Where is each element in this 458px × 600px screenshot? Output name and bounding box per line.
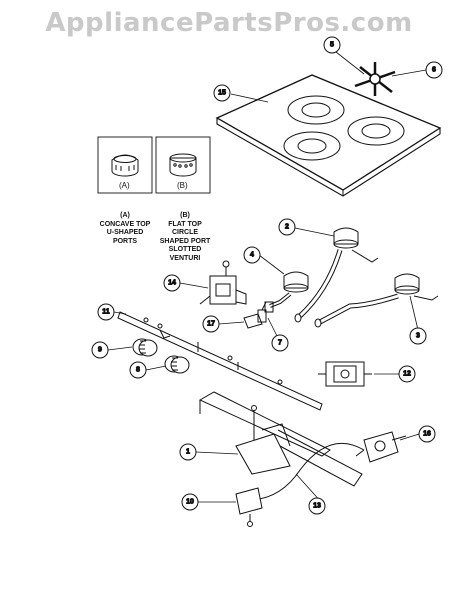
callout-16: 16: [418, 425, 436, 443]
inset-a-label: (A): [119, 181, 130, 190]
callout-14: 14: [163, 274, 181, 292]
inset-b-label: (B): [177, 181, 188, 190]
burner-valve-14: [199, 260, 247, 305]
callout-12: 12: [398, 365, 416, 383]
callout-label: 17: [207, 321, 215, 328]
callout-13: 13: [308, 497, 326, 515]
leader-lines: [107, 51, 427, 505]
callout-7: 7: [271, 334, 289, 352]
knob-8: [164, 355, 190, 374]
callout-6: 6: [425, 61, 443, 79]
callout-label: 6: [432, 67, 436, 74]
callout-5: 5: [323, 36, 341, 54]
callout-label: 14: [168, 280, 176, 287]
callout-9: 9: [91, 341, 109, 359]
inset-box-b: [155, 136, 211, 194]
bracket-assembly: [198, 391, 363, 487]
callout-label: 13: [313, 503, 321, 510]
callout-11: 11: [97, 303, 115, 321]
igniter-switch: [235, 487, 263, 527]
callout-label: 7: [278, 340, 282, 347]
callout-4: 4: [243, 246, 261, 264]
callout-15: 15: [213, 84, 231, 102]
orifice-elbow: [243, 301, 267, 329]
burner-3: [314, 273, 439, 328]
inset-box-a: [97, 136, 153, 194]
callout-label: 3: [416, 333, 420, 340]
caption-b: (B) FLAT TOP CIRCLE SHAPED PORT SLOTTED …: [159, 212, 211, 262]
caption-a: (A) CONCAVE TOP U-SHAPED PORTS: [99, 212, 151, 245]
callout-label: 9: [98, 347, 102, 354]
callout-1: 1: [179, 443, 197, 461]
callout-label: 2: [285, 224, 289, 231]
callout-label: 8: [136, 367, 140, 374]
callout-17: 17: [202, 315, 220, 333]
burner-opening: [287, 95, 345, 125]
callout-label: 4: [250, 252, 254, 259]
grate-spider: [354, 62, 396, 96]
callout-3: 3: [409, 327, 427, 345]
knob-9: [132, 338, 158, 357]
callout-2: 2: [278, 218, 296, 236]
callout-label: 12: [403, 371, 411, 378]
callout-label: 11: [102, 309, 110, 316]
callout-label: 16: [423, 431, 431, 438]
capillary-wire: [247, 442, 365, 501]
callout-label: 1: [186, 449, 190, 456]
callout-10: 10: [181, 493, 199, 511]
thermostat-valve: [355, 431, 407, 463]
burner-opening: [283, 131, 341, 161]
burner-2: [294, 227, 379, 323]
callout-label: 5: [330, 42, 334, 49]
burner-4: [264, 271, 309, 313]
burner-opening: [347, 116, 405, 146]
cooktop: [215, 74, 442, 197]
callout-label: 15: [218, 90, 226, 97]
regulator: [318, 361, 372, 387]
callout-label: 10: [186, 499, 194, 506]
watermark-text: AppliancePartsPros.com: [45, 8, 413, 38]
callout-8: 8: [129, 361, 147, 379]
manifold: [117, 311, 323, 411]
